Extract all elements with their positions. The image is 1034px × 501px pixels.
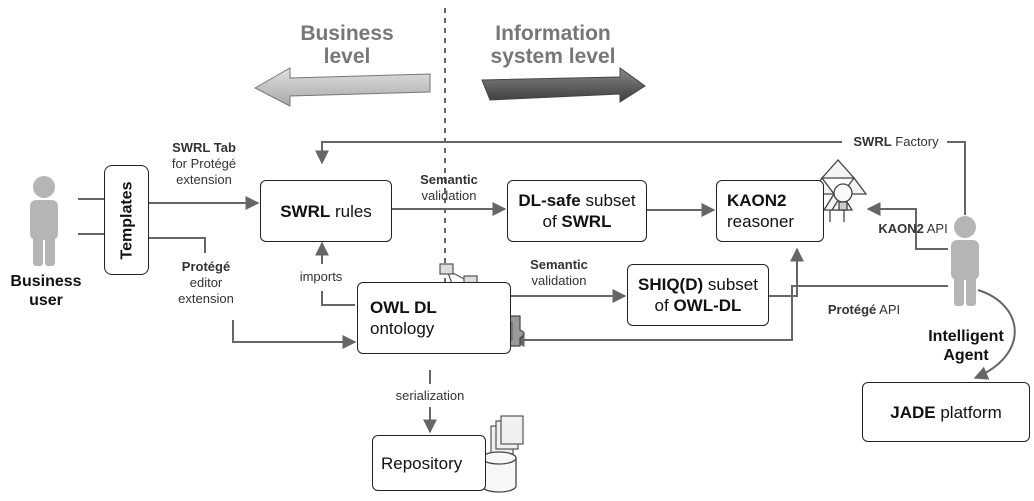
templates-label: Templates	[118, 181, 136, 259]
semantic-validation-label-2: Semantic validation	[514, 257, 604, 289]
dl-safe-bold: DL-safe	[518, 191, 581, 210]
kaon2-api-bold: KAON2	[878, 221, 924, 236]
owl-dl-ontology-text: ontology	[370, 319, 435, 338]
jade-platform-text: platform	[935, 402, 1002, 422]
documents-icon	[490, 415, 524, 455]
edge-agent-kaon2	[866, 202, 948, 250]
imports-label: imports	[299, 269, 343, 284]
database-icon	[481, 451, 517, 493]
intelligent-agent-figure	[951, 216, 979, 306]
kaon2-bold: KAON2	[727, 191, 787, 210]
business-user-label: Business user	[6, 272, 86, 310]
dl-safe-of-text: of	[542, 212, 562, 231]
lightbulb-icon	[833, 183, 853, 211]
owl-dl-ontology-box[interactable]: OWL DL ontology	[357, 282, 511, 354]
kaon2-api-text: API	[923, 221, 948, 236]
edge-shiq-kaon2	[768, 247, 804, 297]
shiq-of-text: of	[654, 296, 674, 315]
jade-bold: JADE	[890, 402, 936, 422]
kaon2-reasoner-box[interactable]: KAON2 reasoner	[716, 180, 824, 242]
swrl-factory-text: Factory	[891, 134, 939, 149]
templates-box[interactable]: Templates	[104, 165, 149, 275]
semantic-validation-1-line2: validation	[421, 188, 477, 203]
swrl-factory-bold: SWRL	[853, 134, 892, 149]
serialization-label: serialization	[395, 388, 465, 403]
edge-agent-owl	[510, 285, 948, 347]
swrl-rules-text: rules	[330, 201, 372, 221]
repository-label: Repository	[381, 453, 463, 473]
kaon2-reasoner-text: reasoner	[727, 212, 795, 231]
business-user-figure	[30, 176, 58, 266]
shiq-box[interactable]: SHIQ(D) subset of OWL-DL	[627, 264, 769, 326]
owl-dl-bold: OWL DL	[370, 298, 437, 317]
edge-swrl-factory	[947, 141, 966, 215]
semantic-validation-label-1: Semantic validation	[404, 172, 494, 204]
shiq-bold: SHIQ(D)	[638, 275, 704, 294]
repository-box[interactable]: Repository	[372, 435, 486, 491]
swrl-rules-label: SWRL rules	[280, 201, 372, 222]
shiq-owl-bold: OWL-DL	[673, 296, 742, 315]
protege-api-bold: Protégé	[827, 302, 877, 317]
swrl-tab-line2: for Protégé	[171, 156, 237, 171]
protege-editor-line3: extension	[178, 291, 234, 306]
business-user-line1: Business	[10, 273, 82, 290]
intelligent-agent-line2: Agent	[943, 347, 989, 364]
information-level-title: Information system level	[478, 22, 628, 68]
intelligent-agent-line1: Intelligent	[928, 328, 1004, 345]
swrl-tab-line3: extension	[176, 172, 232, 187]
semantic-validation-2-line2: validation	[531, 273, 587, 288]
information-level-arrow	[481, 67, 646, 103]
kaon2-api-label: KAON2 API	[872, 221, 954, 237]
jade-platform-box[interactable]: JADE platform	[862, 382, 1030, 442]
dl-safe-subset-text: subset	[580, 191, 636, 210]
business-level-line2: level	[323, 45, 371, 68]
business-level-arrow	[253, 67, 431, 107]
shiq-subset-text: subset	[703, 275, 758, 294]
semantic-validation-2-bold: Semantic	[530, 257, 588, 272]
protege-editor-line2: editor	[189, 275, 223, 290]
protege-editor-bold: Protégé	[181, 259, 231, 274]
business-level-line1: Business	[300, 22, 394, 45]
business-user-line2: user	[29, 292, 63, 309]
business-level-title: Business level	[292, 22, 402, 68]
intelligent-agent-label: Intelligent Agent	[918, 327, 1014, 365]
protege-api-text: API	[876, 302, 901, 317]
edge-templates-owl	[148, 237, 206, 253]
swrl-rules-box[interactable]: SWRL rules	[260, 180, 392, 242]
edge-owl-imports	[321, 291, 355, 306]
information-level-line1: Information	[495, 22, 611, 45]
swrl-tab-bold: SWRL Tab	[172, 140, 236, 155]
protege-api-label: Protégé API	[818, 302, 910, 318]
information-level-line2: system level	[490, 45, 616, 68]
edge-agent-jade	[973, 289, 1016, 380]
swrl-tab-label: SWRL Tab for Protégé extension	[150, 140, 258, 188]
swrl-rules-bold: SWRL	[280, 201, 331, 221]
semantic-validation-1-bold: Semantic	[420, 172, 478, 187]
swrl-factory-label: SWRL Factory	[846, 134, 946, 150]
dl-safe-box[interactable]: DL-safe subset of SWRL	[507, 180, 647, 242]
dl-safe-swrl-bold: SWRL	[561, 212, 612, 231]
protege-editor-label: Protégé editor extension	[166, 259, 246, 307]
